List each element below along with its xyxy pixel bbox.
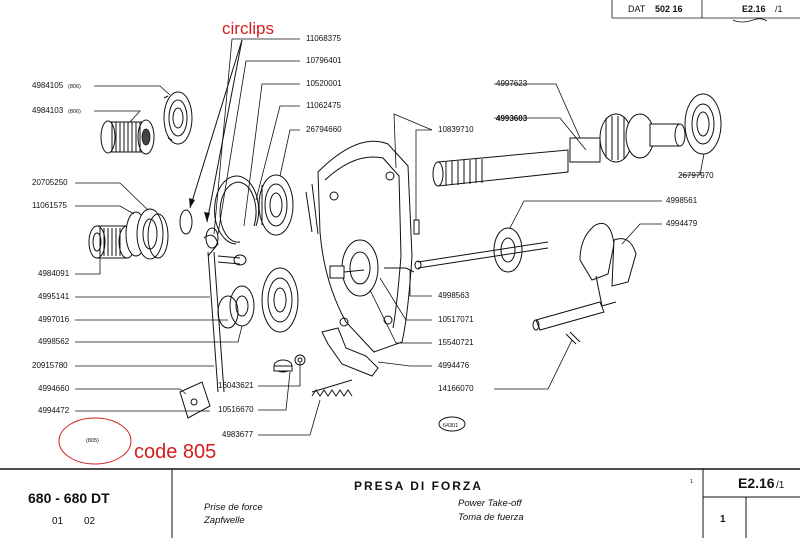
bolt-16043621-drawing — [273, 354, 306, 373]
nut-4998562-drawing — [229, 285, 255, 327]
gear-4984103-drawing — [100, 119, 155, 155]
label-15540721: 15540721 — [438, 338, 474, 347]
label-4998561: 4998561 — [666, 196, 698, 205]
label-4994472: 4994472 — [38, 406, 70, 415]
bearing-20705250-drawing — [136, 208, 164, 260]
label-4993603: 4993603 — [496, 114, 528, 123]
label-10796401: 10796401 — [306, 56, 342, 65]
footer-title-fr: Prise de force — [204, 502, 263, 513]
label-4997623: 4997623 — [496, 79, 528, 88]
drawing-ref-oval — [438, 416, 466, 432]
circlips-pointer-2 — [189, 39, 243, 209]
label-4994476: 4994476 — [438, 361, 470, 370]
label-10839710: 10839710 — [438, 125, 474, 134]
label-4998562: 4998562 — [38, 337, 70, 346]
label-4983677: 4983677 — [222, 430, 254, 439]
snap-ring-drawing — [214, 175, 260, 245]
code-highlight-circle — [58, 417, 132, 465]
bearing-26794660-drawing — [258, 174, 294, 236]
pin-10839710-drawing — [413, 219, 420, 235]
title-block: 680 - 680 DT 01 02 PRESA DI FORZA Prise … — [0, 468, 800, 538]
label-14166070: 14166070 — [438, 384, 474, 393]
footer-title-en: Power Take-off — [458, 498, 523, 509]
label-4984105: 4984105 — [32, 81, 64, 90]
dat-value: 502 16 — [655, 4, 683, 14]
footer-mark: 1 — [690, 479, 693, 485]
circlip-2-drawing — [205, 227, 219, 249]
part-labels: 4984105 (806) 4984103 (806) 20705250 110… — [32, 34, 714, 439]
footer-title-es: Toma de fuerza — [458, 512, 524, 523]
label-4984091: 4984091 — [38, 269, 70, 278]
spring-4983677-drawing — [311, 379, 353, 397]
bearing-4997016-drawing — [261, 267, 299, 333]
code-ref: (805) — [86, 438, 99, 444]
label-20915780: 20915780 — [32, 361, 68, 370]
label-4984103: 4984103 — [32, 106, 64, 115]
circlip-1-drawing — [179, 209, 193, 235]
footer-code-b: 02 — [84, 516, 96, 527]
label-20705250: 20705250 — [32, 178, 68, 187]
footer-title: PRESA DI FORZA — [354, 479, 483, 493]
label-4994479: 4994479 — [666, 219, 698, 228]
label-10516670: 10516670 — [218, 405, 254, 414]
plate-4994472-drawing — [179, 381, 211, 419]
header-sheet: E2.16 — [742, 4, 766, 14]
footer-page: 1 — [720, 514, 726, 525]
header-sheet-sub: /1 — [775, 4, 783, 14]
footer-sheet-sub: /1 — [776, 480, 785, 491]
footer-title-de: Zapfwelle — [203, 515, 245, 526]
label-16043621: 16043621 — [218, 381, 254, 390]
dat-label: DAT — [628, 4, 646, 14]
pin-14166070-drawing — [565, 331, 581, 345]
label-11068375: 11068375 — [306, 34, 342, 43]
rod-4998563-drawing — [417, 241, 549, 269]
bearing-26797970-drawing — [684, 93, 722, 155]
footer-code-a: 01 — [52, 516, 64, 527]
label-4995141: 4995141 — [38, 292, 70, 301]
label-11062475: 11062475 — [306, 101, 342, 110]
label-26797970: 26797970 — [678, 171, 714, 180]
circlips-pointer-1 — [206, 39, 243, 223]
housing-drawing — [305, 140, 415, 353]
label-10517071: 10517071 — [438, 315, 474, 324]
header-box: DAT 502 16 E2.16 /1 — [611, 0, 800, 23]
leader-lines — [75, 38, 705, 436]
seal-4998561-drawing — [493, 227, 523, 273]
footer-model: 680 - 680 DT — [28, 490, 110, 506]
bearing-4984105-drawing — [163, 91, 193, 145]
fork-4994479-drawing — [532, 222, 637, 331]
label-4984105-note: (806) — [68, 84, 81, 90]
label-26794660: 26794660 — [306, 125, 342, 134]
drawing-ref: 64301 — [443, 423, 458, 429]
footer-sheet: E2.16 — [738, 475, 775, 491]
rod-4995141-drawing — [203, 234, 247, 393]
label-11061575: 11061575 — [32, 201, 68, 210]
shaft-4993603-drawing — [432, 113, 686, 187]
label-4998563: 4998563 — [438, 291, 470, 300]
code-annotation: code 805 — [134, 441, 216, 463]
label-10520001: 10520001 — [306, 79, 342, 88]
label-4994660: 4994660 — [38, 384, 70, 393]
label-4997016: 4997016 — [38, 315, 70, 324]
circlips-annotation: circlips — [222, 19, 274, 38]
lever-4994476-drawing — [321, 327, 379, 377]
label-4984103-note: (806) — [68, 109, 81, 115]
